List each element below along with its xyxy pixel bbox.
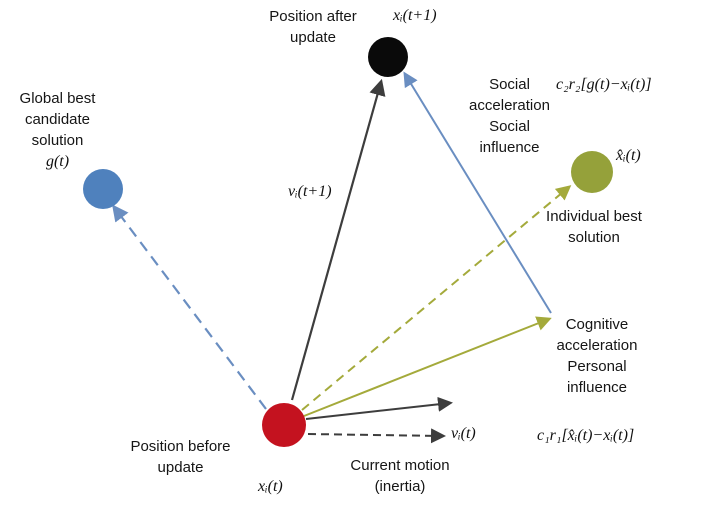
current-motion-label: Current motion (inertia): [350, 457, 450, 495]
cognitive-acceleration-math: c₁r₁[x̂ᵢ(t)−xᵢ(t)]: [537, 427, 635, 444]
current-motion-math: vᵢ(t): [451, 425, 476, 442]
social-acceleration-math: c₂r₂[g(t)−xᵢ(t)]: [556, 76, 652, 93]
social-acceleration-label: Social acceleration Social influence: [469, 76, 550, 156]
position-after-node: [368, 37, 408, 77]
new-velocity-math: vᵢ(t+1): [288, 183, 332, 200]
social-acceleration-arrow: [403, 71, 552, 314]
global-best-math: g(t): [45, 153, 70, 170]
position-before-math: xᵢ(t): [258, 478, 283, 495]
cognitive-acceleration-arrow: [303, 316, 552, 417]
cognitive-acceleration-label: Cognitive acceleration Personal influenc…: [556, 316, 638, 396]
individual-best-math: x̂ᵢ(t): [616, 147, 641, 164]
individual-best-node: [571, 151, 613, 193]
individual-best-direction-arrow: [301, 185, 572, 411]
individual-best-label: Individual best solution: [546, 208, 642, 246]
global-best-node: [83, 169, 123, 209]
position-after-label: Position after update: [269, 8, 357, 46]
position-after-math: xᵢ(t+1): [393, 7, 437, 24]
global-best-direction-arrow: [112, 204, 267, 410]
position-before-label: Position before update: [130, 438, 231, 476]
current-motion-arrow: [307, 428, 446, 444]
inertia-component-arrow: [305, 396, 453, 420]
new-velocity-arrow: [290, 78, 386, 401]
global-best-label: Global best candidate solution: [19, 90, 96, 149]
position-before-node: [262, 403, 306, 447]
